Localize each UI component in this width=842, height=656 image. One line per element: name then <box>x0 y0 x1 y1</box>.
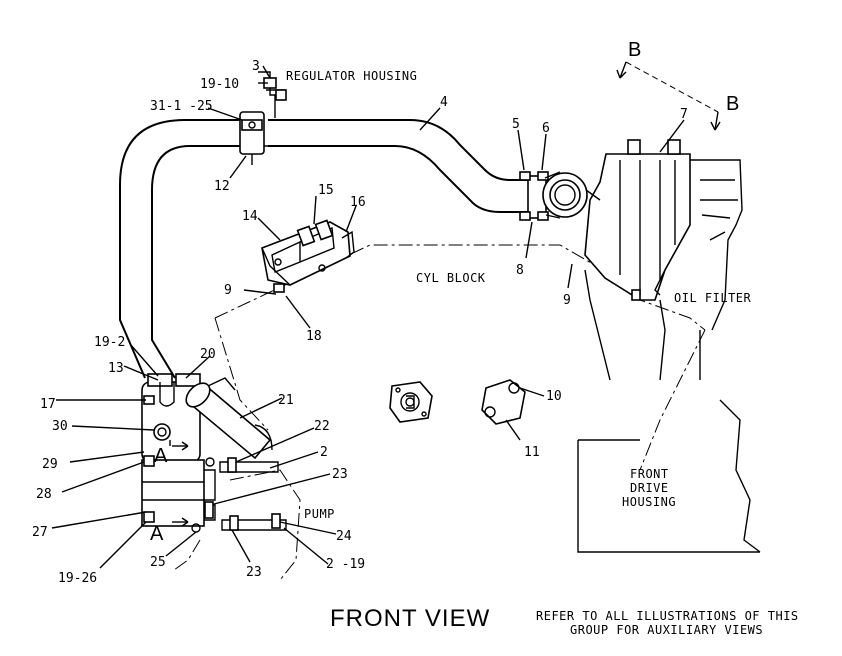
callout-regulator-housing: REGULATOR HOUSING <box>286 69 417 83</box>
leader-lines <box>51 65 685 569</box>
section-a-lower: A <box>150 523 164 545</box>
callout-cyl-block: CYL BLOCK <box>416 271 486 285</box>
flange-fitting <box>519 171 588 221</box>
tube-clamp <box>239 111 265 165</box>
label-part-2: 2 <box>320 445 328 460</box>
footer: FRONT VIEW REFER TO ALL ILLUSTRATIONS OF… <box>330 605 799 637</box>
label-part-9-upper: 9 <box>224 283 232 298</box>
callout-front-drive-housing-1: FRONT <box>630 467 669 481</box>
label-part-2-19: 2 -19 <box>326 557 365 572</box>
callout-oil-filter: OIL FILTER <box>674 291 752 305</box>
access-cover-right <box>481 379 526 425</box>
section-b-left: B <box>628 39 641 61</box>
part-number-labels: 3 19-10 31-1 -25 4 5 6 7 12 14 15 16 8 9… <box>32 59 688 586</box>
pump-mount-brackets <box>173 457 301 581</box>
front-drive-housing-outline <box>577 399 761 553</box>
label-part-19-2: 19-2 <box>94 335 125 350</box>
section-line-b <box>616 61 721 131</box>
label-part-14: 14 <box>242 209 258 224</box>
component-callouts: REGULATOR HOUSING CYL BLOCK OIL FILTER F… <box>286 69 752 521</box>
oil-filter-outline <box>584 159 743 381</box>
label-part-22: 22 <box>314 419 330 434</box>
label-part-18: 18 <box>306 329 322 344</box>
view-title: FRONT VIEW <box>330 605 490 632</box>
label-part-23-lower: 23 <box>246 565 262 580</box>
callout-front-drive-housing-2: DRIVE <box>630 481 669 495</box>
oil-filter-housing <box>584 139 691 301</box>
label-part-9-right: 9 <box>563 293 571 308</box>
label-part-6: 6 <box>542 121 550 136</box>
oil-pump-body <box>141 373 236 533</box>
label-part-27: 27 <box>32 525 48 540</box>
section-mark-letters: B B A A <box>150 39 739 545</box>
access-cover-left <box>389 381 433 423</box>
label-part-24: 24 <box>336 529 352 544</box>
label-part-5: 5 <box>512 117 520 132</box>
label-part-19-10: 19-10 <box>200 77 239 92</box>
label-part-15: 15 <box>318 183 334 198</box>
regulator-valve-assembly <box>261 219 355 293</box>
label-part-8: 8 <box>516 263 524 278</box>
section-b-right: B <box>726 93 739 115</box>
label-part-3: 3 <box>252 59 260 74</box>
regulator-housing-bracket <box>258 71 287 118</box>
label-part-13: 13 <box>108 361 124 376</box>
label-part-31-1-25: 31-1 -25 <box>150 99 213 114</box>
label-part-17: 17 <box>40 397 56 412</box>
section-a-upper: A <box>154 445 168 467</box>
label-part-20: 20 <box>200 347 216 362</box>
label-part-30: 30 <box>52 419 68 434</box>
label-part-28: 28 <box>36 487 52 502</box>
footer-note-line-2: GROUP FOR AUXILIARY VIEWS <box>570 623 763 637</box>
callout-pump: PUMP <box>304 507 335 521</box>
label-part-16: 16 <box>350 195 366 210</box>
label-part-4: 4 <box>440 95 448 110</box>
section-arrows-a <box>169 440 189 527</box>
label-part-11: 11 <box>524 445 540 460</box>
label-part-19-26: 19-26 <box>58 571 97 586</box>
oil-line-tube <box>119 119 530 379</box>
callout-front-drive-housing-3: HOUSING <box>622 495 676 509</box>
label-part-23-upper: 23 <box>332 467 348 482</box>
label-part-25: 25 <box>150 555 166 570</box>
label-part-29: 29 <box>42 457 58 472</box>
label-part-10: 10 <box>546 389 562 404</box>
label-part-21: 21 <box>278 393 294 408</box>
footer-note-line-1: REFER TO ALL ILLUSTRATIONS OF THIS <box>536 609 799 623</box>
label-part-7: 7 <box>680 107 688 122</box>
label-part-12: 12 <box>214 179 230 194</box>
